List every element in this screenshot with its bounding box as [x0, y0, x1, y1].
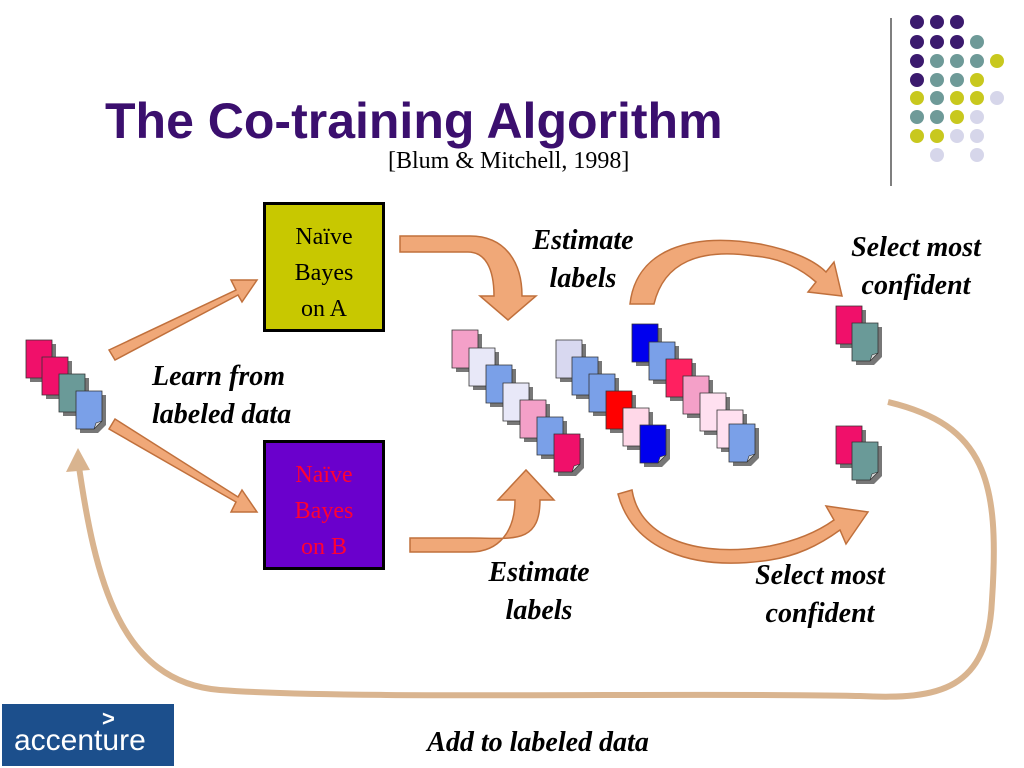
decorative-dot	[970, 129, 984, 143]
arrow-select-bottom	[617, 489, 870, 564]
decorative-dot	[970, 35, 984, 49]
decorative-dot	[930, 15, 944, 29]
classifier-b-box: Naïve Bayes on B	[263, 440, 385, 570]
classifier-b-line-2: Bayes	[294, 498, 354, 524]
feedback-loop-arrowhead	[66, 448, 90, 472]
decorative-dot	[970, 148, 984, 162]
arrow-b-to-pool	[409, 468, 556, 553]
decorative-dot	[950, 15, 964, 29]
estimate-top-label: Estimate labels	[508, 222, 658, 298]
document-icon	[75, 390, 106, 433]
select-top-label: Select most confident	[828, 229, 1004, 305]
decorative-dot	[930, 91, 944, 105]
estimate-bottom-label: Estimate labels	[464, 554, 614, 630]
citation: [Blum & Mitchell, 1998]	[388, 148, 630, 174]
arrow-a-to-pool	[399, 235, 539, 321]
decorative-dot	[990, 91, 1004, 105]
arrow-select-top	[629, 239, 843, 305]
decorative-dot	[910, 15, 924, 29]
classifier-a-box: Naïve Bayes on A	[263, 202, 385, 332]
document-stack-group	[25, 305, 882, 484]
decorative-dot	[910, 73, 924, 87]
logo-chevron: >	[102, 706, 115, 731]
add-labeled-data-label: Add to labeled data	[427, 727, 649, 758]
decorative-dot	[910, 35, 924, 49]
classifier-a-line-2: Bayes	[294, 260, 354, 286]
decorative-dot	[910, 129, 924, 143]
estimate-bottom-line-2: labels	[505, 595, 573, 626]
learn-label-line-1: Learn from	[152, 361, 285, 392]
decorative-dot	[930, 54, 944, 68]
decorative-dot	[970, 91, 984, 105]
feedback-loop-arrow	[75, 399, 997, 700]
document-icon	[851, 441, 882, 484]
select-top-line-1: Select most	[851, 232, 981, 263]
classifier-a-line-3: on A	[300, 296, 347, 322]
estimate-top-line-1: Estimate	[532, 225, 634, 256]
decorative-dot	[970, 73, 984, 87]
decorative-dot	[950, 35, 964, 49]
accenture-logo: > accenture	[2, 704, 174, 766]
decorative-dot	[910, 110, 924, 124]
slide-title: The Co-training Algorithm	[105, 93, 723, 149]
decorative-dot	[910, 91, 924, 105]
decorative-dot	[970, 54, 984, 68]
decorative-dot	[930, 110, 944, 124]
decorative-dot	[950, 54, 964, 68]
estimate-bottom-line-1: Estimate	[488, 557, 590, 588]
decorative-dot	[930, 129, 944, 143]
decorative-dot	[930, 148, 944, 162]
select-top-line-2: confident	[861, 270, 971, 301]
decorative-dot	[950, 110, 964, 124]
decorative-dot-grid	[910, 15, 1004, 162]
decorative-dot	[950, 129, 964, 143]
learn-label: Learn from labeled data	[152, 358, 291, 434]
document-icon	[553, 433, 584, 476]
classifier-b-line-1: Naïve	[295, 462, 353, 488]
document-icon	[639, 424, 670, 467]
decorative-dot	[990, 54, 1004, 68]
learn-label-line-2: labeled data	[152, 399, 292, 430]
classifier-a-line-1: Naïve	[295, 224, 353, 250]
select-bottom-label: Select most confident	[732, 557, 908, 633]
select-bottom-line-2: confident	[765, 598, 875, 629]
decorative-dot	[930, 73, 944, 87]
arrow-labeled-to-a	[107, 279, 259, 361]
select-bottom-line-1: Select most	[755, 560, 885, 591]
decorative-dot	[910, 54, 924, 68]
classifier-b-line-3: on B	[300, 534, 347, 560]
decorative-dot	[970, 110, 984, 124]
decorative-dot	[930, 35, 944, 49]
estimate-top-line-2: labels	[549, 263, 617, 294]
document-icon	[728, 423, 759, 466]
arrow-labeled-to-b	[107, 417, 259, 513]
logo-wordmark: accenture	[14, 724, 146, 757]
decorative-dot	[950, 73, 964, 87]
decorative-dot	[950, 91, 964, 105]
document-icon	[851, 322, 882, 365]
